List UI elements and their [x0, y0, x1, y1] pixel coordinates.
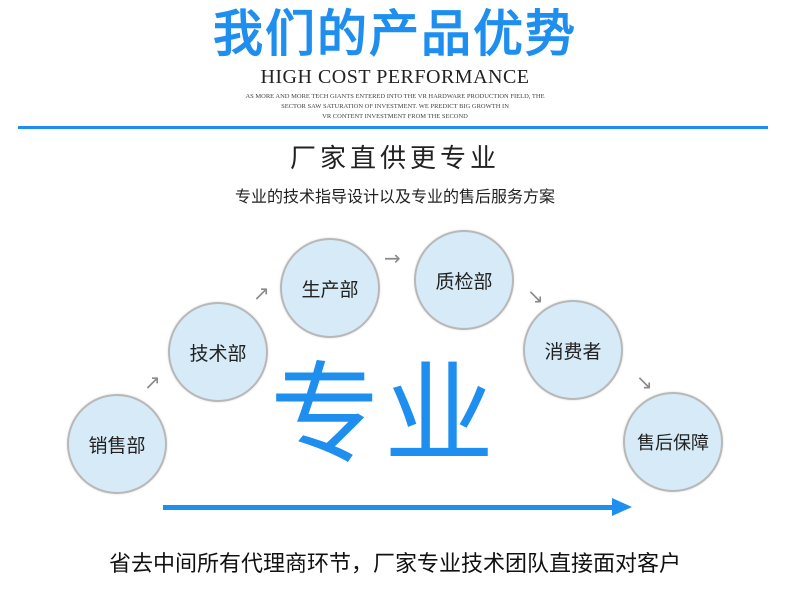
- section-heading: 厂家直供更专业: [289, 144, 500, 174]
- step-consumer: 消费者: [523, 300, 623, 400]
- arrow-up-right-icon: ↗: [253, 281, 270, 305]
- step-label: 销售部: [88, 434, 146, 457]
- progress-arrow-line: [163, 505, 618, 510]
- step-label: 售后保障: [637, 433, 709, 454]
- description-line: VR CONTENT INVESTMENT FROM THE SECOND: [322, 113, 468, 120]
- step-qc: 质检部: [414, 230, 514, 330]
- section-subheading: 专业的技术指导设计以及专业的售后服务方案: [234, 187, 555, 206]
- page-title: 我们的产品优势: [213, 5, 577, 63]
- step-sales: 销售部: [67, 394, 167, 494]
- step-label: 生产部: [301, 278, 359, 301]
- step-label: 技术部: [189, 342, 247, 365]
- divider: [18, 126, 768, 129]
- description-line: AS MORE AND MORE TECH GIANTS ENTERED INT…: [245, 93, 545, 100]
- arrow-up-right-icon: ↗: [144, 370, 161, 394]
- step-production: 生产部: [280, 238, 380, 338]
- step-label: 质检部: [435, 270, 493, 293]
- step-after-sales: 售后保障: [623, 392, 723, 492]
- description: AS MORE AND MORE TECH GIANTS ENTERED INT…: [0, 92, 790, 122]
- page-subtitle-en: HIGH COST PERFORMANCE: [260, 66, 530, 88]
- center-emphasis-text: 专业: [270, 351, 498, 479]
- description-line: SECTOR SAW SATURATION OF INVESTMENT. WE …: [281, 103, 509, 110]
- footer-text: 省去中间所有代理商环节，厂家专业技术团队直接面对客户: [108, 552, 681, 577]
- arrow-down-right-icon: ↘: [527, 284, 544, 308]
- arrow-down-right-icon: ↘: [636, 370, 653, 394]
- progress-arrow-head-icon: [612, 498, 632, 516]
- step-label: 消费者: [544, 340, 602, 363]
- step-tech: 技术部: [168, 302, 268, 402]
- arrow-right-icon: →: [384, 246, 401, 270]
